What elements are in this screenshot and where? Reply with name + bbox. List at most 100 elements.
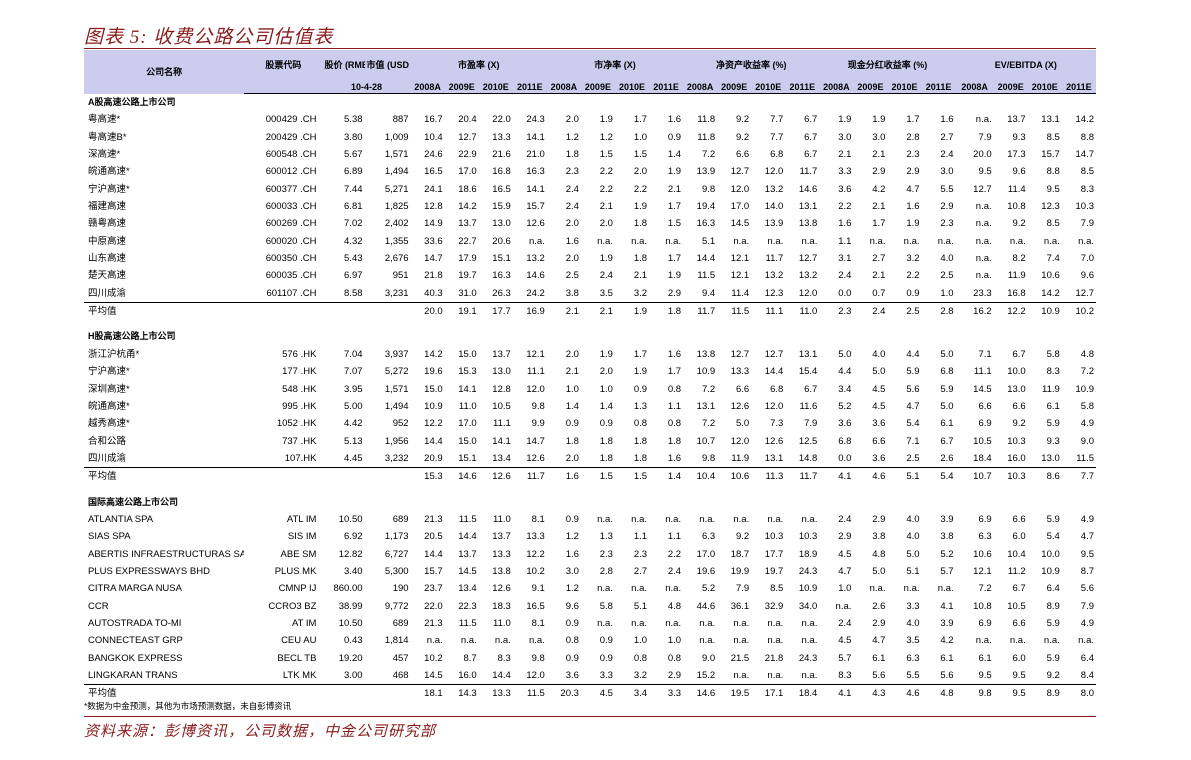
value-cell: 1.4 bbox=[649, 467, 684, 486]
value-cell: 14.1 bbox=[526, 131, 545, 143]
value-cell: 24.3 bbox=[798, 652, 818, 664]
value-cell: 14.4 bbox=[424, 435, 443, 447]
value-cell: 5.5 bbox=[940, 183, 954, 195]
value-cell: 4.7 bbox=[838, 565, 852, 577]
value-cell: 1.4 bbox=[565, 400, 579, 412]
value-cell: 10.4 bbox=[1007, 548, 1026, 560]
value-cell: 1.8 bbox=[649, 302, 684, 321]
value-cell: 7.2 bbox=[701, 149, 716, 161]
value-cell: 17.9 bbox=[458, 253, 477, 265]
value-cell: 2.8 bbox=[599, 565, 613, 577]
value-cell: 5.0 bbox=[872, 565, 886, 577]
section-header-row: 国际高速公路上市公司 bbox=[84, 494, 1096, 511]
value-cell: 8.8 bbox=[1046, 166, 1060, 178]
value-cell: 12.2 bbox=[993, 302, 1028, 321]
value-cell: 2.9 bbox=[667, 287, 682, 299]
value-cell: 3.2 bbox=[633, 287, 648, 299]
value-cell: 4.32 bbox=[344, 235, 363, 247]
value-cell: 1.8 bbox=[633, 253, 648, 265]
value-cell: 1.4 bbox=[667, 149, 682, 161]
section-header-row: A股高速公路上市公司 bbox=[84, 94, 1096, 112]
company-name: 平均值 bbox=[84, 467, 245, 486]
stock-code: SIS IM bbox=[287, 531, 317, 543]
footnote: *数据为中金预测，其他为市场预测数据，未自彭博资讯 bbox=[84, 701, 292, 711]
value-cell: n.a. bbox=[528, 635, 545, 647]
value-cell: 17.7 bbox=[478, 302, 513, 321]
value-cell: 4.4 bbox=[838, 366, 852, 378]
value-cell: 11.5 bbox=[512, 684, 547, 703]
stock-code: ABE SM bbox=[280, 548, 317, 560]
value-cell: 1.0 bbox=[565, 383, 579, 395]
company-name: PLUS EXPRESSWAYS BHD bbox=[88, 565, 210, 577]
value-cell: 3.3 bbox=[649, 684, 684, 703]
value-cell: 2.2 bbox=[633, 183, 648, 195]
value-cell: n.a. bbox=[631, 235, 648, 247]
stock-code: LTK MK bbox=[282, 670, 317, 681]
value-cell: 3.6 bbox=[565, 670, 579, 681]
value-cell: 2.1 bbox=[667, 183, 682, 195]
stock-code bbox=[244, 684, 323, 703]
value-cell: 6.1 bbox=[1046, 400, 1060, 412]
value-cell: 7.9 bbox=[736, 583, 750, 595]
header-dividend-yield: 现金分红收益率 (%) bbox=[819, 50, 956, 80]
value-cell: 14.6 bbox=[526, 270, 545, 282]
value-cell: 3.3 bbox=[838, 166, 852, 178]
value-cell: 10.6 bbox=[717, 467, 752, 486]
value-cell: 15.3 bbox=[458, 366, 477, 378]
value-cell: 11.8 bbox=[697, 131, 716, 143]
value-cell: 2.3 bbox=[599, 548, 613, 560]
value-cell: 11.0 bbox=[492, 617, 511, 629]
stock-code: 600033 .CH bbox=[265, 201, 317, 213]
value-cell: 20.9 bbox=[424, 452, 443, 464]
value-cell: 15.7 bbox=[526, 201, 545, 213]
value-cell: 6,727 bbox=[384, 548, 409, 560]
value-cell: 4.5 bbox=[872, 383, 886, 395]
value-cell: 4.2 bbox=[940, 635, 954, 647]
value-cell: 16.8 bbox=[1007, 287, 1026, 299]
value-cell: n.a. bbox=[597, 617, 613, 629]
value-cell: 3,231 bbox=[384, 287, 409, 299]
value-cell: 10.9 bbox=[798, 583, 818, 595]
value-cell: 0.8 bbox=[633, 652, 648, 664]
header-year: 2008A bbox=[819, 80, 854, 94]
value-cell: 13.0 bbox=[492, 366, 511, 378]
value-cell: 14.7 bbox=[1075, 149, 1095, 161]
value-cell: 4.45 bbox=[344, 452, 363, 464]
value-cell: 2.5 bbox=[565, 270, 579, 282]
value-cell: 1.5 bbox=[599, 149, 613, 161]
value-cell: 9.8 bbox=[955, 684, 994, 703]
value-cell: 12.3 bbox=[764, 287, 784, 299]
value-cell: 2.4 bbox=[599, 270, 613, 282]
value-cell: 2.5 bbox=[906, 452, 920, 464]
value-cell: 10.9 bbox=[424, 400, 443, 412]
value-cell: 1.7 bbox=[667, 253, 682, 265]
value-cell: 3.6 bbox=[872, 418, 886, 430]
value-cell: 1.6 bbox=[838, 218, 852, 230]
value-cell: 952 bbox=[392, 418, 409, 430]
value-cell: 11.1 bbox=[492, 418, 511, 430]
value-cell: 33.6 bbox=[424, 235, 443, 247]
value-cell: 5.0 bbox=[838, 348, 852, 360]
value-cell: 10.9 bbox=[696, 366, 716, 378]
value-cell: 11.2 bbox=[1007, 565, 1026, 577]
value-cell: 2.3 bbox=[906, 149, 920, 161]
value-cell: 13.7 bbox=[492, 348, 511, 360]
value-cell: n.a. bbox=[631, 583, 648, 595]
value-cell: 7.07 bbox=[344, 366, 363, 378]
value-cell: 6.1 bbox=[940, 652, 954, 664]
value-cell: 9.3 bbox=[1046, 435, 1060, 447]
spacer-cell bbox=[84, 320, 1096, 328]
value-cell: 2.9 bbox=[838, 531, 852, 543]
value-cell: 2.1 bbox=[872, 149, 886, 161]
value-cell: 15.7 bbox=[424, 565, 443, 577]
value-cell: 0.9 bbox=[667, 131, 682, 143]
value-cell: 6.6 bbox=[736, 383, 750, 395]
value-cell: 13.1 bbox=[798, 348, 818, 360]
value-cell: 5.6 bbox=[940, 670, 954, 681]
value-cell: 1,825 bbox=[384, 201, 409, 213]
value-cell: 20.4 bbox=[458, 114, 477, 126]
